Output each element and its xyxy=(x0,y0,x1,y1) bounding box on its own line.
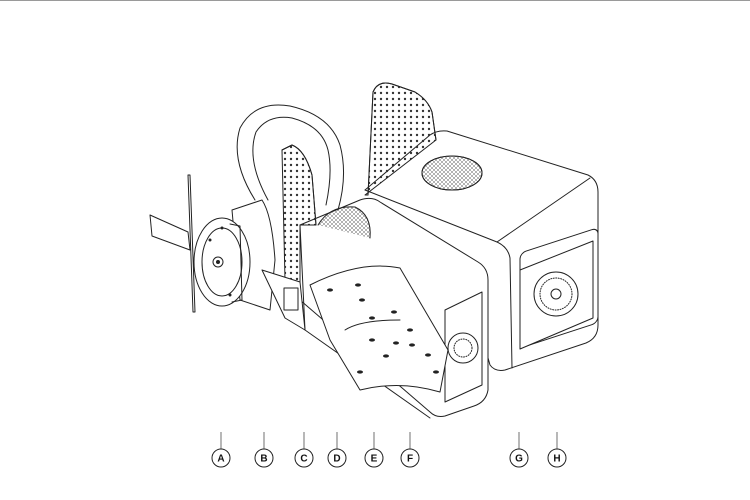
callout-g: G xyxy=(509,448,529,468)
callout-d: D xyxy=(327,448,347,468)
insect-markers xyxy=(327,283,439,374)
callout-c-label: C xyxy=(300,454,307,465)
callout-d-label: D xyxy=(333,454,340,465)
callout-f: F xyxy=(400,448,420,468)
callout-e: E xyxy=(364,448,384,468)
loop-tube xyxy=(236,104,345,211)
callout-b: B xyxy=(254,448,274,468)
leader-lines xyxy=(220,432,558,449)
perforated-divider-panel xyxy=(281,144,317,291)
callout-c: C xyxy=(294,448,314,468)
callout-g-label: G xyxy=(515,454,523,465)
callout-a: A xyxy=(211,448,231,468)
callout-h: H xyxy=(547,448,567,468)
callout-h-label: H xyxy=(553,454,560,465)
callout-a-label: A xyxy=(217,454,224,465)
front-chamber-module xyxy=(299,197,489,419)
top-border xyxy=(0,0,750,1)
main-housing xyxy=(364,130,599,371)
perforated-back-panel xyxy=(364,82,437,196)
callout-f-label: F xyxy=(407,454,413,465)
mounting-flange xyxy=(149,174,251,313)
callout-e-label: E xyxy=(371,454,378,465)
callout-b-label: B xyxy=(260,454,267,465)
